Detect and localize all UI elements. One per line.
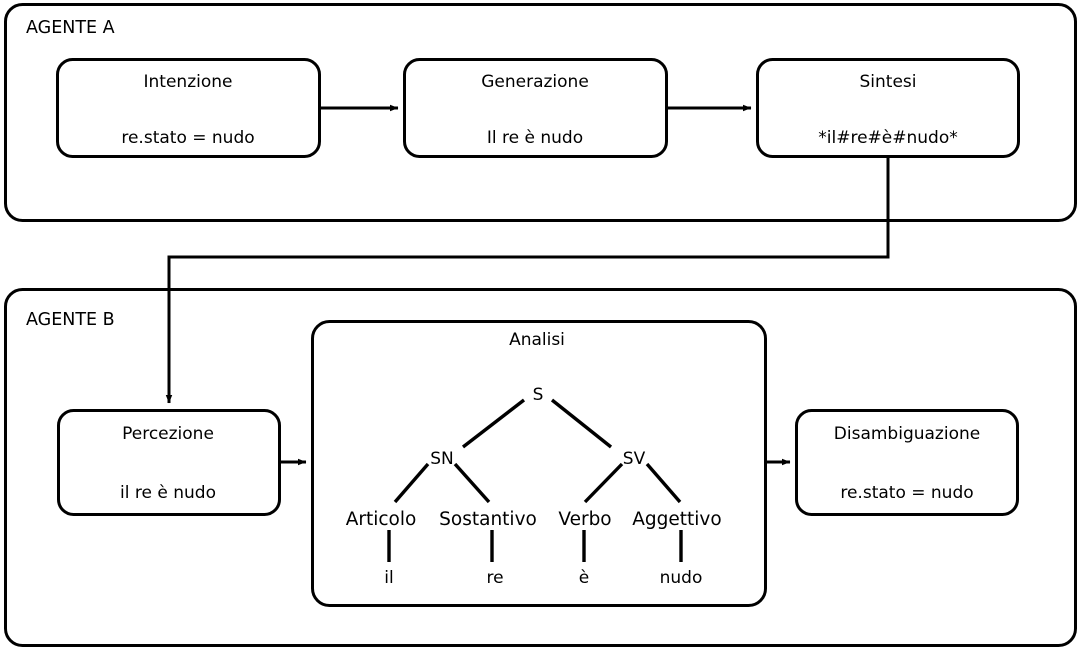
tree-leaf-nudo: nudo (660, 568, 703, 588)
tree-pos-articolo: Articolo (346, 509, 417, 530)
group-analisi[interactable] (311, 320, 767, 607)
node-disambiguazione-title: Disambiguazione (834, 424, 980, 444)
tree-edge-s-sv (550, 398, 613, 449)
node-generazione-sub: Il re è nudo (487, 128, 583, 148)
node-intenzione-title: Intenzione (144, 72, 233, 92)
tree-leaf-re: re (486, 568, 503, 588)
tree-pos-aggettivo: Aggettivo (632, 509, 721, 530)
node-sintesi[interactable] (756, 58, 1020, 158)
tree-node-sv: SV (623, 449, 646, 469)
connector-sintesi-to-percezione (165, 158, 890, 404)
tree-node-s: S (533, 385, 544, 405)
tree-pos-verbo: Verbo (558, 509, 611, 530)
tree-edge-s-sn (461, 398, 526, 449)
node-percezione-title: Percezione (122, 424, 214, 444)
tree-edge-sv-aggettivo (645, 462, 682, 504)
tree-edge-sn-articolo (393, 462, 430, 504)
agent-b-label: AGENTE B (26, 310, 115, 330)
node-disambiguazione[interactable] (795, 409, 1019, 516)
agent-a-label: AGENTE A (26, 18, 115, 38)
tree-leaf-il: il (384, 568, 393, 588)
node-percezione[interactable] (57, 409, 281, 516)
node-sintesi-title: Sintesi (860, 72, 917, 92)
node-percezione-sub: il re è nudo (120, 483, 216, 503)
node-intenzione-sub: re.stato = nudo (121, 128, 254, 148)
node-disambiguazione-sub: re.stato = nudo (840, 483, 973, 503)
agent-b-frame (4, 288, 1077, 647)
tree-edge-sn-sostantivo (453, 462, 491, 504)
tree-edge-sv-verbo (583, 462, 624, 504)
agent-a-frame (4, 3, 1077, 222)
node-generazione-title: Generazione (481, 72, 589, 92)
tree-node-sn: SN (430, 449, 454, 469)
node-generazione[interactable] (403, 58, 668, 158)
tree-leaf-e: è (579, 568, 589, 588)
node-intenzione[interactable] (56, 58, 321, 158)
node-sintesi-sub: *il#re#è#nudo* (818, 128, 957, 148)
group-analisi-title: Analisi (509, 330, 565, 350)
tree-pos-sostantivo: Sostantivo (439, 509, 537, 530)
